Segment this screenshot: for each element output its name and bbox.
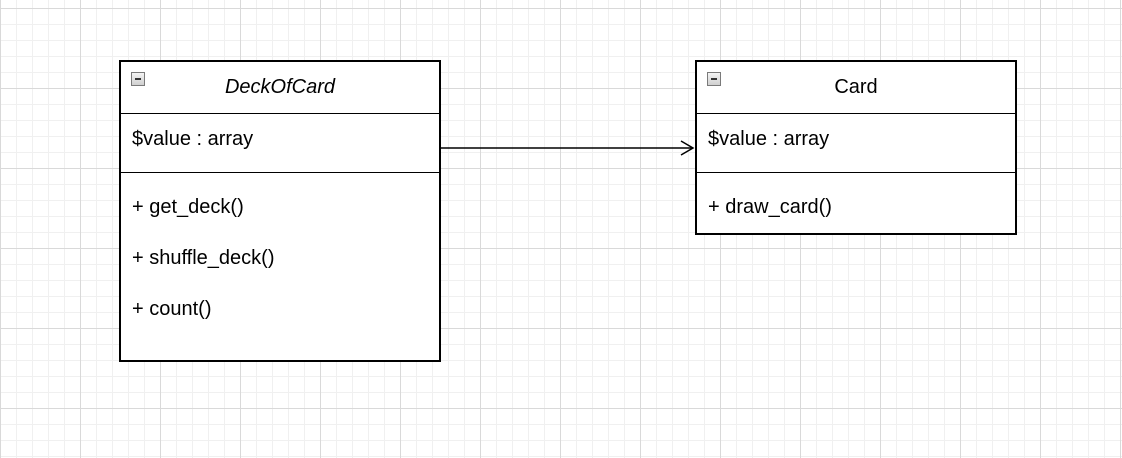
collapse-icon[interactable] bbox=[131, 72, 145, 86]
class-name: DeckOfCard bbox=[224, 76, 336, 98]
class-deckofcard[interactable]: DeckOfCard $value : array + get_deck() +… bbox=[119, 60, 441, 362]
method[interactable]: + draw_card() bbox=[708, 196, 832, 218]
attributes-section: $value : array bbox=[697, 114, 1015, 173]
class-header[interactable]: Card bbox=[697, 62, 1015, 114]
method[interactable]: + shuffle_deck() bbox=[132, 247, 275, 269]
attribute[interactable]: $value : array bbox=[132, 128, 254, 150]
class-header[interactable]: DeckOfCard bbox=[121, 62, 439, 114]
collapse-icon[interactable] bbox=[707, 72, 721, 86]
open-arrowhead-icon bbox=[680, 140, 695, 156]
methods-section: + get_deck() + shuffle_deck() + count() bbox=[121, 173, 439, 321]
methods-section: + draw_card() bbox=[697, 173, 1015, 219]
method[interactable]: + count() bbox=[132, 298, 212, 320]
method[interactable]: + get_deck() bbox=[132, 196, 244, 218]
attributes-section: $value : array bbox=[121, 114, 439, 173]
class-card[interactable]: Card $value : array + draw_card() bbox=[695, 60, 1017, 235]
attribute[interactable]: $value : array bbox=[708, 128, 830, 150]
class-name: Card bbox=[834, 76, 878, 98]
